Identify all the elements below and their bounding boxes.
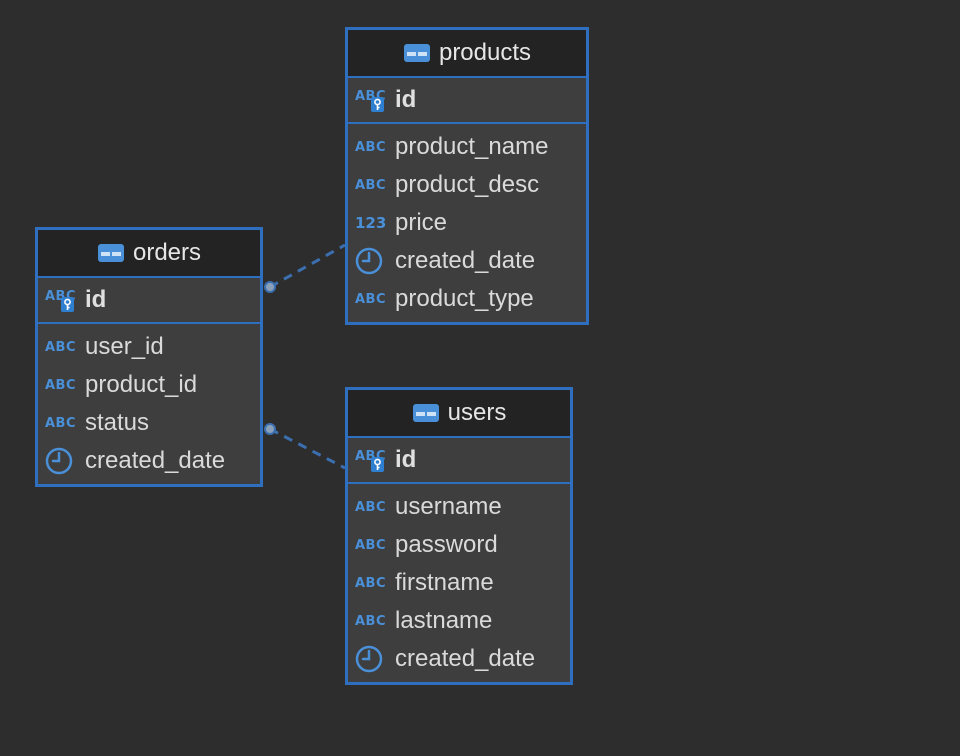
- table-icon: [412, 404, 439, 422]
- table-icon: [97, 244, 124, 262]
- column-name: user_id: [85, 333, 164, 360]
- column-name: product_id: [85, 371, 198, 398]
- entity-title: orders: [132, 239, 202, 266]
- entity-title: products: [438, 39, 532, 66]
- text-type-icon: ABC: [45, 415, 77, 431]
- column-name: created_date: [395, 645, 536, 672]
- text-type-icon: ABC: [355, 613, 387, 629]
- column-row[interactable]: created_date: [348, 640, 570, 678]
- text-type-icon: ABC: [355, 291, 387, 307]
- column-name: created_date: [395, 247, 536, 274]
- relation-endpoint-dot: [264, 423, 276, 435]
- clock-icon: [355, 645, 389, 673]
- column-name: created_date: [85, 447, 226, 474]
- primary-key-icon: ABC: [355, 85, 389, 115]
- relation-endpoint-dot: [264, 281, 276, 293]
- table-icon: [403, 44, 430, 62]
- clock-icon: [45, 447, 79, 475]
- entity-header[interactable]: products: [348, 30, 586, 76]
- column-row[interactable]: ABC product_id: [38, 366, 260, 404]
- column-name: firstname: [395, 569, 494, 596]
- text-type-icon: ABC: [355, 177, 387, 193]
- primary-key-name: id: [395, 446, 417, 473]
- text-type-icon: ABC: [45, 377, 77, 393]
- text-type-icon: ABC: [355, 499, 387, 515]
- entity-header[interactable]: orders: [38, 230, 260, 276]
- primary-key-icon: ABC: [45, 285, 79, 315]
- column-row[interactable]: created_date: [348, 242, 586, 280]
- relation-line-orders-users[interactable]: [269, 427, 346, 470]
- column-row[interactable]: ABC product_type: [348, 280, 586, 318]
- column-row[interactable]: 123 price: [348, 204, 586, 242]
- column-name: lastname: [395, 607, 493, 634]
- text-type-icon: ABC: [45, 339, 77, 355]
- text-type-icon: ABC: [355, 537, 387, 553]
- primary-key-name: id: [395, 86, 417, 113]
- entity-header[interactable]: users: [348, 390, 570, 436]
- number-type-icon: 123: [355, 214, 387, 232]
- relation-line-orders-products[interactable]: [269, 243, 346, 289]
- column-name: username: [395, 493, 502, 520]
- column-name: price: [395, 209, 448, 236]
- column-name: product_name: [395, 133, 549, 160]
- text-type-icon: ABC: [355, 139, 387, 155]
- column-name: password: [395, 531, 498, 558]
- entity-title: users: [447, 399, 507, 426]
- clock-icon: [355, 247, 389, 275]
- column-row[interactable]: ABC product_name: [348, 128, 586, 166]
- column-row[interactable]: ABC lastname: [348, 602, 570, 640]
- column-name: product_desc: [395, 171, 540, 198]
- column-row[interactable]: ABC password: [348, 526, 570, 564]
- column-name: status: [85, 409, 150, 436]
- column-row[interactable]: ABC status: [38, 404, 260, 442]
- text-type-icon: ABC: [355, 575, 387, 591]
- column-row[interactable]: created_date: [38, 442, 260, 480]
- column-row[interactable]: ABC product_desc: [348, 166, 586, 204]
- primary-key-icon: ABC: [355, 445, 389, 475]
- column-row[interactable]: ABC user_id: [38, 328, 260, 366]
- primary-key-name: id: [85, 286, 107, 313]
- column-row[interactable]: ABC username: [348, 488, 570, 526]
- column-row[interactable]: ABC firstname: [348, 564, 570, 602]
- column-name: product_type: [395, 285, 534, 312]
